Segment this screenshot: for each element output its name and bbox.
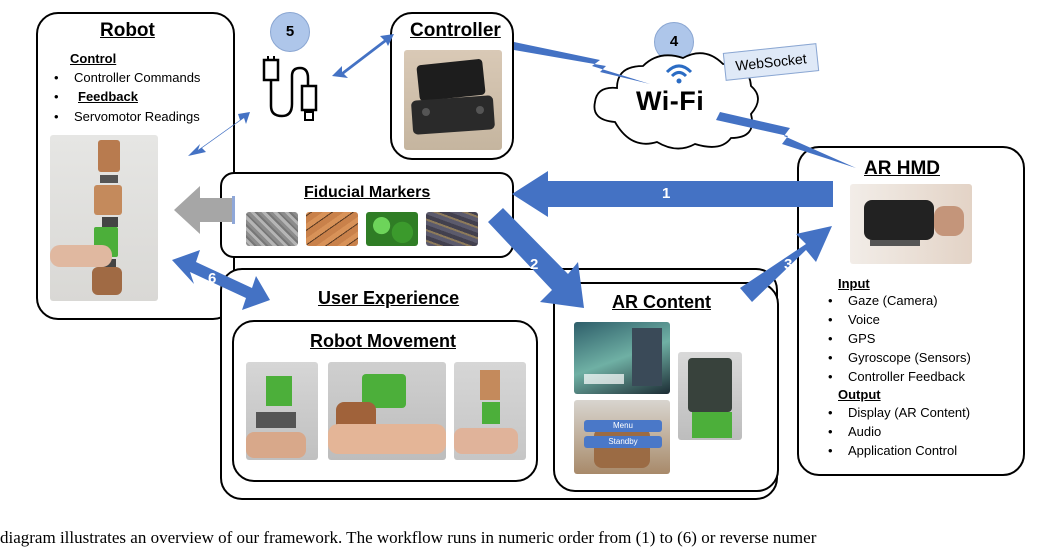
wifi-signal-icon [664, 60, 694, 89]
marker-texture-clay [306, 212, 358, 246]
hmd-input-item: Controller Feedback [826, 367, 971, 386]
robot-arm-photo [50, 135, 158, 301]
step-2-label: 2 [530, 256, 539, 273]
arrow-step-5a [188, 112, 250, 156]
controller-device-photo [404, 50, 502, 150]
fiducial-markers-title: Fiducial Markers [304, 184, 431, 201]
hmd-input-list: Gaze (Camera) Voice GPS Gyroscope (Senso… [826, 291, 971, 386]
robot-movement-title: Robot Movement [310, 331, 456, 351]
feedback-bullet: • [54, 89, 59, 104]
ar-view-photo-1 [574, 322, 670, 394]
hmd-input-item: Voice [826, 310, 971, 329]
arrow-step-2 [488, 208, 584, 308]
arrow-step-4-hmd [716, 112, 856, 168]
hmd-input-item: Gaze (Camera) [826, 291, 971, 310]
marker-texture-moss [366, 212, 418, 246]
control-item: Controller Commands [52, 68, 200, 87]
hmd-output-item: Display (AR Content) [826, 403, 970, 422]
control-label: Control [70, 51, 117, 66]
hmd-input-label: Input [838, 276, 870, 291]
robot-movement-photo-1 [246, 362, 318, 460]
arrow-step-6 [172, 250, 270, 310]
hmd-output-list: Display (AR Content) Audio Application C… [826, 403, 970, 460]
marker-texture-gray [246, 212, 298, 246]
hmd-input-item: GPS [826, 329, 971, 348]
gray-arrow [174, 186, 232, 234]
user-experience-title: User Experience [318, 288, 460, 308]
feedback-item: Servomotor Readings [52, 107, 200, 126]
arrow-step-1 [512, 171, 833, 217]
ar-menu-button: Menu [584, 420, 662, 432]
step-1-label: 1 [662, 185, 671, 202]
hmd-output-item: Audio [826, 422, 970, 441]
control-list: Controller Commands [52, 68, 200, 87]
gray-arrow-stripe [232, 196, 235, 224]
hmd-output-label: Output [838, 387, 881, 402]
step-6-label: 6 [208, 270, 217, 287]
arrow-step-3 [740, 226, 832, 302]
arrow-step-5b [332, 34, 394, 78]
wifi-label: Wi-Fi [636, 86, 705, 116]
figure-caption: diagram illustrates an overview of our f… [0, 528, 817, 547]
marker-texture-rock [426, 212, 478, 246]
robot-movement-photo-3 [454, 362, 526, 460]
hmd-input-item: Gyroscope (Sensors) [826, 348, 971, 367]
hmd-output-item: Application Control [826, 441, 970, 460]
ar-content-title: AR Content [612, 292, 711, 312]
usb-cable-icon [258, 56, 328, 133]
feedback-list: Servomotor Readings [52, 107, 200, 126]
feedback-label: Feedback [78, 89, 138, 104]
ar-view-photo-2 [678, 352, 742, 440]
controller-title: Controller [410, 20, 501, 41]
ar-hmd-title: AR HMD [864, 158, 940, 179]
ar-headset-photo [850, 184, 972, 264]
robot-movement-photo-2 [328, 362, 446, 460]
robot-title: Robot [100, 20, 155, 41]
step-5-badge: 5 [270, 12, 310, 52]
step-3-label: 3 [784, 256, 793, 273]
ar-standby-button: Standby [584, 436, 662, 448]
arrow-step-4-controller [514, 42, 650, 84]
